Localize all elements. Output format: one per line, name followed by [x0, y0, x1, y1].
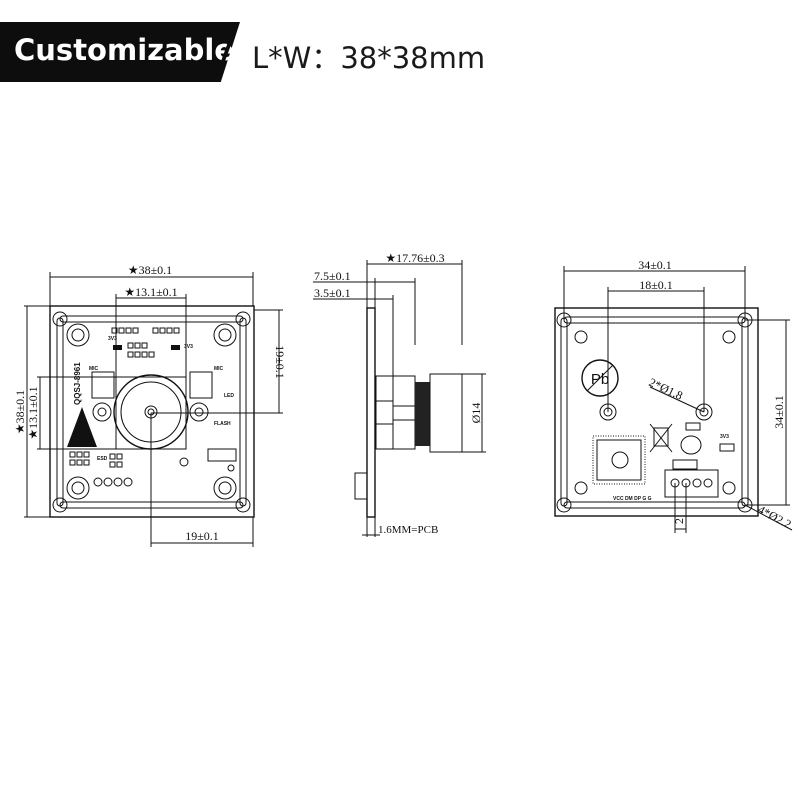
lens-width-dim: ★13.1±0.1: [124, 285, 177, 299]
back-view: Pb 3V3 VCC DM DP G G 34±0.1 18±0.1 34±0.…: [554, 258, 794, 533]
weee-bin-icon: [649, 423, 673, 453]
pins-label: VCC DM DP G G: [613, 496, 652, 502]
corner-holes: [52, 311, 251, 513]
side-view: ★17.76±0.3 7.5±0.1 3.5±0.1 Ø14 1.6MM=PCB: [313, 251, 486, 537]
lens-barrel: [429, 373, 463, 453]
label-led: LED: [224, 393, 234, 399]
label-mic-left: MIC: [89, 366, 99, 372]
hole-vertical-dim: 34±0.1: [772, 395, 786, 429]
front-view: 3V3 3V3 MIC MIC LED FLASH ESD QQSJ-8961 …: [13, 263, 287, 547]
usb-chip: [596, 439, 642, 481]
size-spec: L*W：38*38mm: [252, 41, 486, 75]
lens-height-dim: ★13.1±0.1: [26, 386, 40, 439]
corner-hole-note: 4*Ø2.2: [756, 502, 794, 531]
pcb-thickness-note: 1.6MM=PCB: [378, 524, 438, 536]
depth-3-5-dim: 3.5±0.1: [314, 286, 351, 300]
back-3v3-label: 3V3: [720, 434, 729, 440]
label-3v3-right: 3V3: [184, 344, 193, 350]
pcb-front-outline: [49, 305, 255, 518]
esd-warning-icon: [67, 407, 97, 447]
front-height-dim: ★38±0.1: [13, 390, 27, 434]
pcb-side: [366, 307, 376, 518]
total-depth-dim: ★17.76±0.3: [385, 251, 444, 265]
label-mic-right: MIC: [214, 366, 224, 372]
customizable-badge: [0, 22, 240, 82]
front-pads: [69, 327, 237, 487]
center-vertical-dim: 19±0.1: [273, 345, 287, 379]
pin-pitch-dim: 2: [672, 518, 686, 524]
pb-free-icon: [581, 359, 619, 397]
model-label: QQSJ-8961: [73, 362, 82, 405]
lens-diameter-dim: Ø14: [469, 403, 483, 424]
hole-span-dim: 34±0.1: [638, 258, 672, 272]
label-3v3-left: 3V3: [108, 336, 117, 342]
depth-7-5-dim: 7.5±0.1: [314, 269, 351, 283]
badge-label: Customizable: [14, 33, 234, 67]
front-width-dim: ★38±0.1: [128, 263, 172, 277]
label-esd: ESD: [97, 456, 108, 462]
pcb-back-outline: [554, 307, 759, 517]
pb-label: Pb: [591, 371, 609, 388]
usb-connector: [664, 469, 719, 498]
lens-thread: [415, 382, 430, 446]
center-horizontal-dim: 19±0.1: [185, 529, 219, 543]
mount-hole-note: 2*Ø1.8: [647, 375, 685, 403]
mount-span-dim: 18±0.1: [639, 278, 673, 292]
label-flash: FLASH: [214, 421, 231, 427]
